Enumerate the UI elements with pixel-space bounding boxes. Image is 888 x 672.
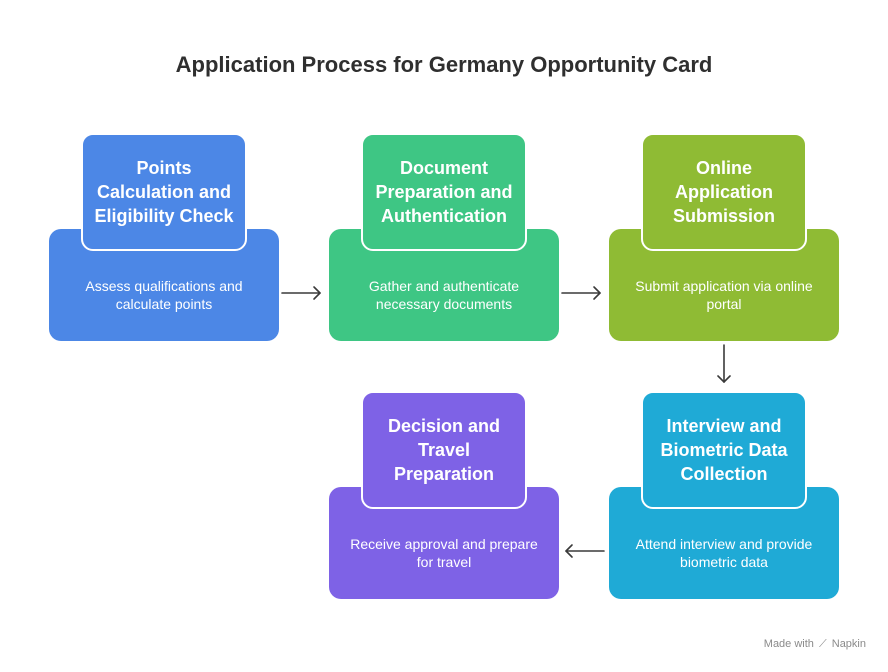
napkin-logo-icon: ⟋	[818, 638, 827, 650]
step-document-preparation: Document Preparation and Authentication …	[329, 133, 559, 341]
step-heading: Online Application Submission	[641, 133, 807, 251]
step-description: Receive approval and prepare for travel	[350, 536, 538, 570]
step-heading: Decision and Travel Preparation	[361, 391, 527, 509]
step-interview-biometric: Interview and Biometric Data Collection …	[609, 391, 839, 599]
step-heading: Interview and Biometric Data Collection	[641, 391, 807, 509]
step-heading: Document Preparation and Authentication	[361, 133, 527, 251]
step-online-submission: Online Application Submission Submit app…	[609, 133, 839, 341]
step-heading: Points Calculation and Eligibility Check	[81, 133, 247, 251]
made-with-credit: Made with ⟋ Napkin	[764, 638, 866, 651]
step-description: Submit application via online portal	[635, 278, 813, 312]
credit-brand: Napkin	[831, 638, 866, 650]
step-description: Assess qualifications and calculate poin…	[85, 278, 243, 312]
step-description: Attend interview and provide biometric d…	[635, 536, 813, 570]
arrow-down-icon	[717, 344, 731, 383]
arrow-right-icon	[281, 286, 321, 300]
diagram-title: Application Process for Germany Opportun…	[175, 52, 713, 77]
step-description: Gather and authenticate necessary docume…	[368, 278, 520, 312]
step-decision-travel: Decision and Travel Preparation Receive …	[329, 391, 559, 599]
arrow-left-icon	[565, 544, 605, 558]
step-points-calculation: Points Calculation and Eligibility Check…	[49, 133, 279, 341]
credit-prefix: Made with	[763, 638, 814, 650]
arrow-right-icon	[561, 286, 601, 300]
